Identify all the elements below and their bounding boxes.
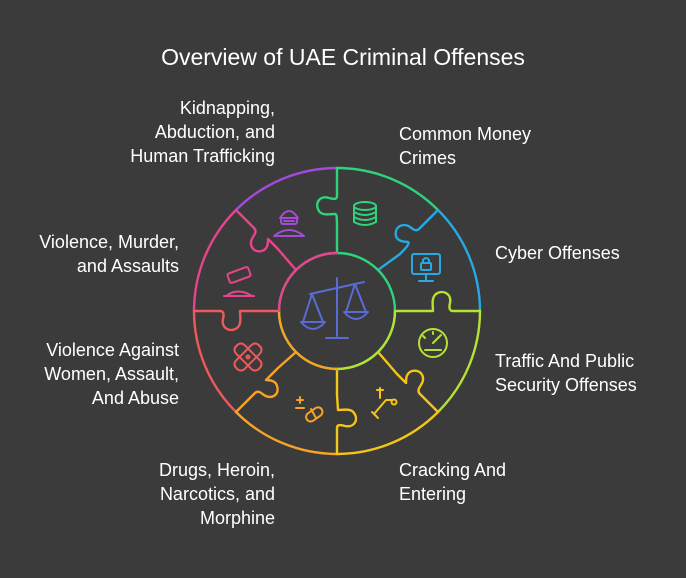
label-cracking: Cracking And Entering xyxy=(399,458,506,506)
label-money: Common Money Crimes xyxy=(399,122,531,170)
speedometer-icon xyxy=(418,328,448,358)
label-line: Kidnapping, xyxy=(179,98,275,118)
label-line: Abduction, and xyxy=(154,122,275,142)
segment-women xyxy=(192,309,238,414)
divider-top xyxy=(316,166,339,254)
segment-traffic xyxy=(436,309,482,414)
divider-bottom-right xyxy=(376,350,440,414)
label-women: Violence Against Women, Assault, And Abu… xyxy=(44,338,179,410)
inner-arc-lower-left xyxy=(277,309,339,371)
label-line: Human Trafficking xyxy=(130,146,275,166)
divider-left xyxy=(192,309,279,332)
computer-lock-icon xyxy=(411,253,441,282)
label-line: Morphine xyxy=(199,508,275,528)
segment-cyber xyxy=(436,208,482,313)
label-violence: Violence, Murder, and Assaults xyxy=(39,230,179,278)
label-kidnapping: Kidnapping, Abduction, and Human Traffic… xyxy=(130,96,275,168)
label-line: And Abuse xyxy=(91,388,179,408)
label-line: and Assaults xyxy=(76,256,179,276)
label-line: Violence Against xyxy=(46,340,179,360)
label-traffic: Traffic And Public Security Offenses xyxy=(495,349,637,397)
coins-icon xyxy=(353,201,377,226)
segment-kidnapping xyxy=(234,166,339,212)
divider-top-left xyxy=(234,208,298,272)
divider-right xyxy=(395,290,482,313)
label-line: Security Offenses xyxy=(495,375,637,395)
label-line: Violence, Murder, xyxy=(39,232,179,252)
label-line: Drugs, Heroin, xyxy=(158,460,275,480)
segment-cracking xyxy=(335,410,440,456)
label-line: Narcotics, and xyxy=(159,484,275,504)
label-line: Entering xyxy=(399,484,467,504)
pills-icon xyxy=(295,396,324,423)
label-line: Cyber Offenses xyxy=(495,243,620,263)
label-drugs: Drugs, Heroin, Narcotics, and Morphine xyxy=(159,458,275,530)
segment-violence xyxy=(192,208,238,313)
label-cyber: Cyber Offenses xyxy=(495,241,620,265)
label-line: Traffic And Public xyxy=(495,351,635,371)
segment-drugs xyxy=(234,410,339,456)
inner-arc-lower-right xyxy=(335,309,397,371)
segment-money xyxy=(335,166,440,212)
label-line: Crimes xyxy=(399,148,456,168)
blade-icon xyxy=(223,266,255,297)
label-line: Women, Assault, xyxy=(44,364,179,384)
masked-person-icon xyxy=(273,210,305,237)
bandage-icon xyxy=(233,342,263,372)
label-line: Common Money xyxy=(399,124,532,144)
divider-bottom-left xyxy=(234,350,298,414)
divider-bottom xyxy=(335,368,358,456)
diagram-title: Overview of UAE Criminal Offenses xyxy=(161,44,525,70)
crowbar-icon xyxy=(371,387,398,419)
scales-icon xyxy=(300,277,369,339)
inner-arc-upper-left xyxy=(277,251,339,313)
label-line: Cracking And xyxy=(399,460,507,480)
divider-top-right xyxy=(376,208,440,272)
